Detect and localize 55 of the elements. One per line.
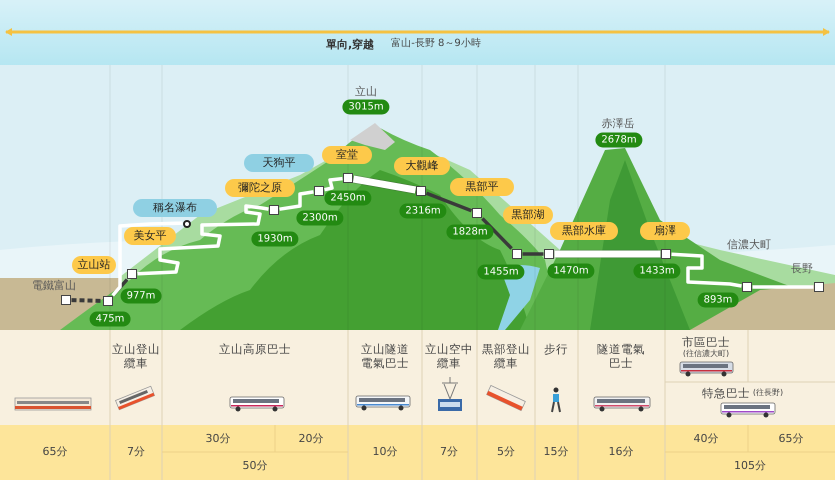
transport-name: 立山高原巴士 [219,342,291,356]
altitude-badge: 893m [698,292,738,308]
travel-time: 7分 [440,445,458,459]
travel-time: 105分 [734,459,766,473]
altitude-badge: 977m [120,288,162,304]
altitude-badge: 1455m [477,264,525,280]
transport-name: 市區巴士 [682,335,730,349]
transport-name: 隧道電氣巴士 [596,342,646,370]
transport-name: 立山空中纜車 [424,342,474,370]
route-duration: 富山-長野 8～9小時 [391,37,481,51]
station-callout: 立山站 [72,256,116,274]
station-callout: 黒部湖 [503,206,553,224]
altitude-badge: 2300m [296,210,344,226]
transport-name: 黒部登山纜車 [481,342,531,370]
altitude-badge: 1433m [633,264,681,278]
station-callout: 黒部平 [450,178,514,196]
travel-time: 65分 [778,432,804,446]
station-callout: 美女平 [124,227,176,245]
travel-time: 10分 [372,445,398,459]
station-callout: 彌陀之原 [225,179,295,197]
station-callout: 大觀峰 [394,157,450,175]
travel-time: 20分 [298,432,324,446]
altitude-badge: 2450m [324,190,372,206]
station-name: 信濃大町 [727,238,771,252]
peak-name: 赤澤岳 [602,117,634,131]
travel-time: 40分 [694,432,718,446]
transport-name: 立山登山纜車 [111,342,161,370]
peak-name: 立山 [355,85,377,99]
travel-time: 50分 [242,459,268,473]
station-callout: 黒部水庫 [550,222,618,240]
transport-name: 步行 [544,342,568,356]
station-callout: 室堂 [322,146,372,164]
altitude-badge: 2316m [399,204,447,218]
transport-name: 立山隧道電氣巴士 [360,342,410,370]
station-callout: 扇澤 [640,222,690,240]
altitude-badge: 1828m [446,224,494,240]
altitude-badge: 3015m [342,100,390,114]
altitude-badge: 1930m [251,232,299,246]
travel-time: 5分 [497,445,515,459]
transport-name: 特急巴士 [702,386,750,400]
station-name: 長野 [791,262,813,276]
travel-time: 7分 [127,445,145,459]
altitude-badge: 2678m [595,132,643,148]
altitude-badge: 1470m [547,264,595,278]
travel-time: 15分 [544,445,568,459]
destination-note: (往信濃大町) [682,348,730,360]
altitude-badge: 475m [90,312,130,326]
travel-time: 30分 [206,432,230,446]
travel-time: 16分 [608,445,634,459]
station-name: 電鐵富山 [32,279,76,293]
route-title: 單向,穿越 [326,37,374,52]
station-callout: 稱名瀑布 [133,199,217,217]
station-callout: 天狗平 [244,154,314,172]
destination-note: (往長野) [752,387,784,399]
travel-time: 65分 [42,445,68,459]
